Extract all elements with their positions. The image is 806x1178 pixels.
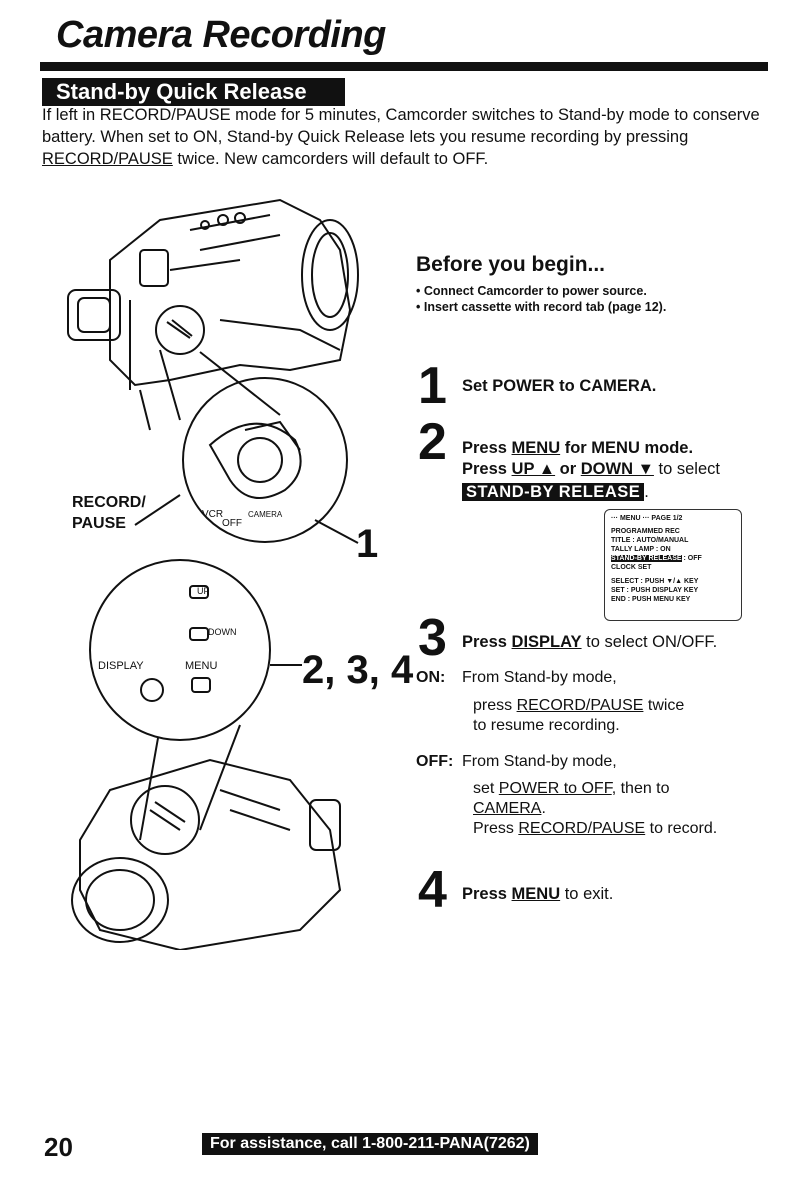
step-3-number: 3 (418, 609, 447, 667)
page-number: 20 (44, 1132, 73, 1162)
s4-a: Press (462, 885, 512, 903)
menu-row: CLOCK SET (611, 564, 652, 571)
off-line4: Press RECORD/PAUSE to record. (473, 819, 717, 839)
intro-part1: If left in RECORD/PAUSE mode for 5 minut… (42, 106, 760, 146)
callout-2-3-4: 2, 3, 4 (302, 648, 414, 692)
off-pw: POWER to OFF (498, 780, 612, 797)
before-heading: Before you begin... (416, 253, 606, 276)
menu-highlight-val: : OFF (683, 555, 702, 562)
on-line1: From Stand-by mode, (462, 669, 617, 686)
off-d: Press (473, 820, 519, 837)
s2-b: for MENU mode. (560, 439, 694, 457)
s2-dot: . (644, 483, 649, 501)
on-b: twice (643, 697, 685, 714)
s3-a: Press (462, 633, 512, 651)
s4-menu: MENU (511, 885, 561, 903)
callout-1: 1 (356, 522, 379, 566)
s2-down: DOWN ▼ (580, 460, 654, 478)
menu-row: TITLE : AUTO/MANUAL (611, 537, 689, 544)
s2-highlight: STAND-BY RELEASE (462, 483, 645, 501)
step-1-text: Set POWER to CAMERA. (462, 377, 657, 395)
page-title: Camera Recording (56, 14, 386, 56)
s2-d: to select (653, 460, 720, 478)
record-pause-label-1: RECORD/ (72, 494, 146, 511)
menu-end: END : PUSH MENU KEY (611, 596, 691, 603)
on-line3: to resume recording. (473, 717, 620, 734)
illus-menu-label: MENU (185, 660, 217, 672)
off-rp: RECORD/PAUSE (518, 820, 646, 837)
s4-b: to exit. (560, 885, 614, 903)
s3-display: DISPLAY (511, 633, 582, 651)
off-line3: CAMERA. (473, 799, 546, 819)
on-line2: press RECORD/PAUSE twice (473, 696, 684, 716)
s2-c: Press (462, 460, 512, 478)
illus-camera-label: CAMERA (248, 510, 283, 519)
bullet-item: • Insert cassette with record tab (page … (416, 300, 667, 314)
s2-a: Press (462, 439, 512, 457)
section-heading: Stand-by Quick Release (42, 78, 345, 106)
illus-off-label: OFF (222, 518, 242, 529)
on-label: ON: (416, 669, 446, 686)
camcorder-illustration: UP DOWN DISPLAY MENU VCR OFF CAMERA (67, 198, 359, 950)
title-rule (40, 62, 768, 71)
s2-or: or (555, 460, 581, 478)
bullet-item: • Connect Camcorder to power source. (416, 284, 647, 298)
menu-row: TALLY LAMP : ON (611, 546, 671, 553)
s2-menu: MENU (511, 439, 561, 457)
menu-select: SELECT : PUSH ▼/▲ KEY (611, 578, 699, 585)
off-line1: From Stand-by mode, (462, 753, 617, 770)
illus-up-label: UP (197, 586, 210, 596)
menu-row: PROGRAMMED REC (611, 528, 680, 535)
assistance-bar: For assistance, call 1-800-211-PANA(7262… (202, 1133, 538, 1155)
menu-screen: ··· MENU ··· PAGE 1/2 PROGRAMMED REC TIT… (604, 509, 742, 621)
off-label: OFF: (416, 753, 454, 770)
s3-b: to select ON/OFF. (581, 633, 718, 651)
off-b: , then to (611, 780, 670, 797)
before-bullets: • Connect Camcorder to power source. • I… (416, 283, 666, 315)
step-4-text: Press MENU to exit. (462, 884, 613, 905)
menu-highlight-row: STAND-BY RELEASE (611, 555, 682, 562)
illus-display-label: DISPLAY (98, 660, 144, 672)
step-2-text: Press MENU for MENU mode. Press UP ▲ or … (462, 438, 762, 503)
step-3-text: Press DISPLAY to select ON/OFF. (462, 632, 717, 653)
menu-header: ··· MENU ··· PAGE 1/2 (611, 515, 683, 522)
on-rp: RECORD/PAUSE (516, 697, 644, 714)
s2-up: UP ▲ (511, 460, 556, 478)
on-a: press (473, 697, 517, 714)
menu-set: SET : PUSH DISPLAY KEY (611, 587, 699, 594)
intro-part2: twice. New camcorders will default to OF… (172, 150, 489, 168)
off-c: . (541, 800, 546, 817)
illus-vcr-label: VCR (202, 509, 223, 520)
step-2-number: 2 (418, 413, 447, 471)
intro-link: RECORD/PAUSE (42, 150, 173, 168)
record-pause-label-2: PAUSE (72, 515, 126, 532)
illus-down-label: DOWN (208, 627, 237, 637)
off-line2: set POWER to OFF, then to (473, 779, 670, 799)
intro-text: If left in RECORD/PAUSE mode for 5 minut… (42, 104, 772, 170)
off-e: to record. (645, 820, 718, 837)
step-1-number: 1 (418, 357, 447, 415)
off-a: set (473, 780, 499, 797)
step-4-number: 4 (418, 861, 447, 919)
off-cam: CAMERA (473, 800, 542, 817)
